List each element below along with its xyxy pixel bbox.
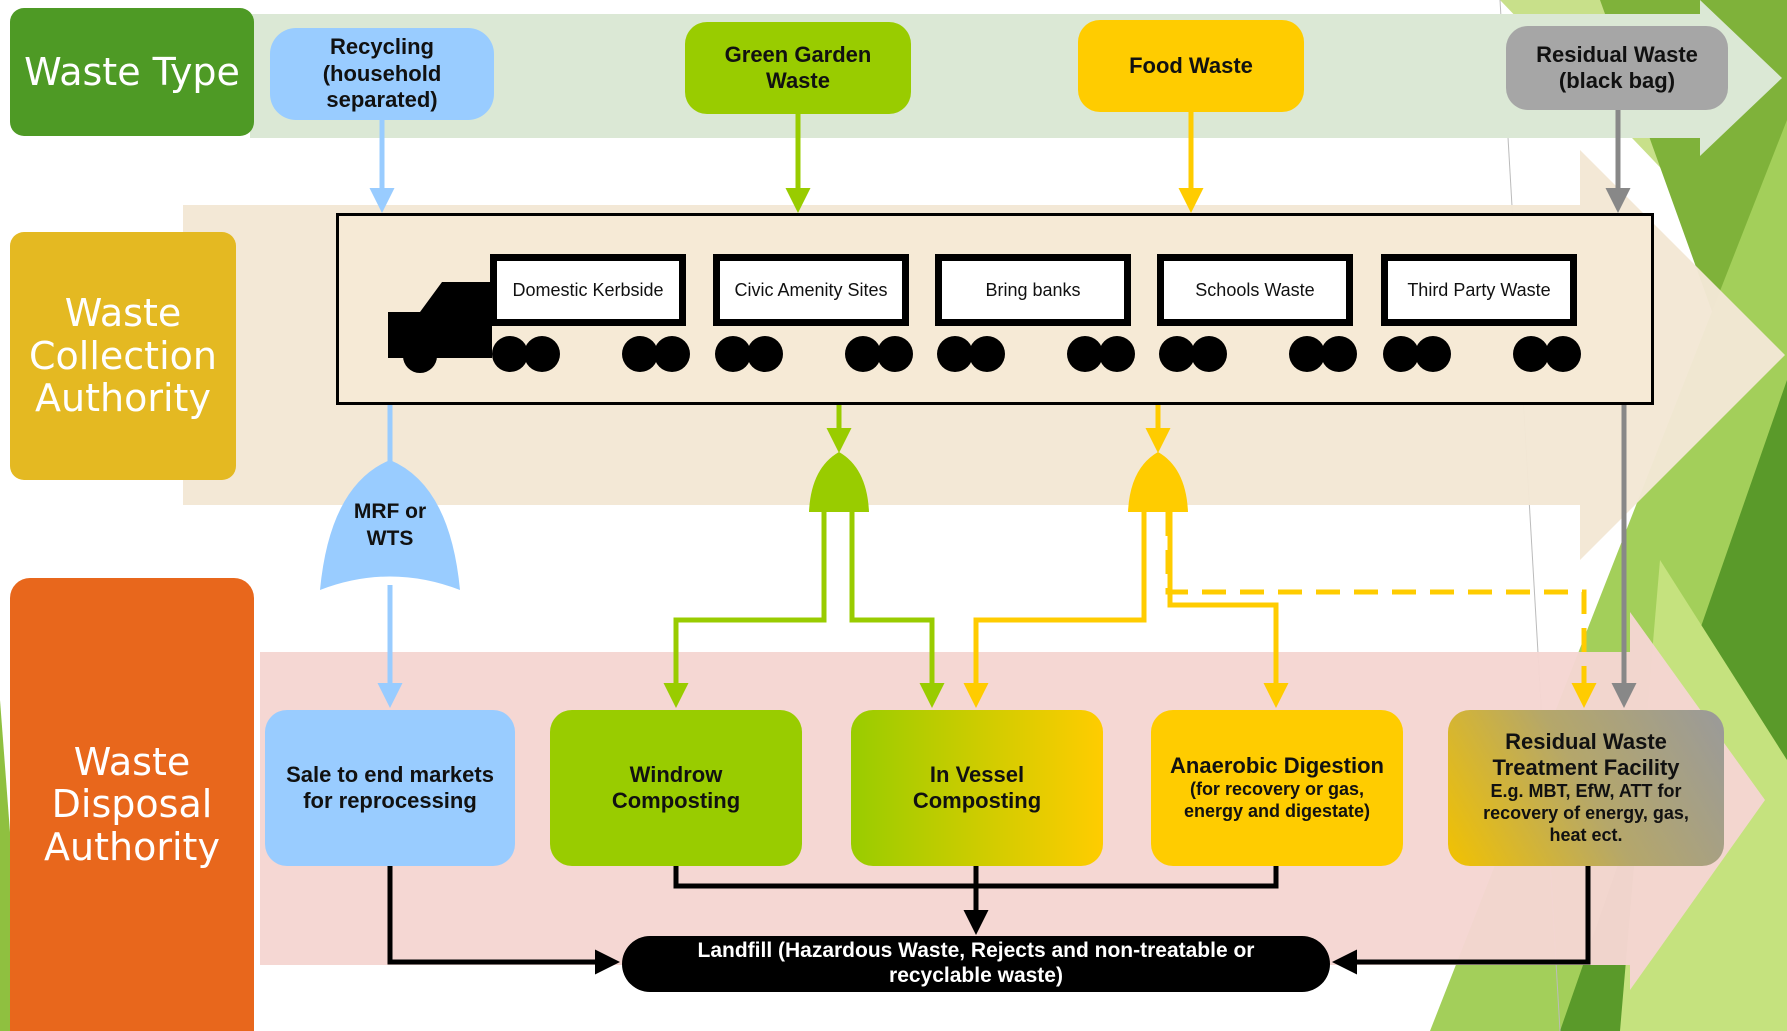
landfill-box: Landfill (Hazardous Waste, Rejects and n… [622, 936, 1330, 992]
mrf-line1: MRF or [354, 500, 426, 523]
trailer-wheels-icon [1383, 336, 1581, 372]
trailer-wheels-icon [937, 336, 1135, 372]
residual-treat-title2: Treatment Facility [1492, 755, 1680, 781]
residual-treat-title1: Residual Waste [1505, 728, 1667, 754]
sale-line1: Sale to end markets [286, 761, 494, 787]
trailer-bring-banks: Bring banks [935, 254, 1131, 326]
landfill-line1: Landfill (Hazardous Waste, Rejects and n… [697, 939, 1255, 963]
trailer-wheels-icon [492, 336, 690, 372]
disposal-residual-treatment: Residual Waste Treatment Facility E.g. M… [1448, 710, 1724, 866]
lane-disposal-line2: Disposal [51, 782, 213, 827]
garden-line1: Green Garden [724, 41, 872, 67]
garden-splitter-shape [809, 452, 869, 512]
anaerobic-sub2: energy and digestate) [1183, 801, 1371, 822]
food-line1: Food Waste [1129, 52, 1253, 78]
trailer-third-party-waste: Third Party Waste [1381, 254, 1577, 326]
mrf-line2: WTS [367, 527, 414, 550]
vessel-line2: Composting [912, 788, 1042, 813]
trailer-label: Domestic Kerbside [512, 279, 664, 300]
mrf-wts-shape: MRF or WTS [320, 460, 460, 590]
flow-connectors [369, 110, 1637, 975]
lane-waste-type-label: Waste Type [24, 49, 240, 94]
trailer-label: Bring banks [985, 279, 1081, 300]
truck-cab-icon [388, 282, 492, 373]
waste-type-food: Food Waste [1078, 20, 1304, 112]
windrow-line1: Windrow [629, 761, 723, 787]
arrow-garden-to-vessel [849, 512, 945, 708]
food-splitter-shape [1128, 452, 1188, 512]
windrow-line2: Composting [611, 788, 741, 813]
lane-waste-disposal: Waste Disposal Authority [10, 578, 254, 1031]
disposal-windrow-composting: Windrow Composting [550, 710, 802, 866]
waste-type-garden: Green Garden Waste [685, 22, 911, 114]
lane-collection-line2: Collection [29, 333, 217, 378]
lane-waste-collection: Waste Collection Authority [10, 232, 236, 480]
band-waste-type [250, 0, 1782, 156]
landfill-line2: recyclable waste) [889, 964, 1063, 987]
lane-waste-type: Waste Type [10, 8, 254, 136]
lane-collection-line1: Waste [64, 291, 182, 336]
disposal-anaerobic-digestion: Anaerobic Digestion (for recovery or gas… [1151, 710, 1403, 866]
trailer-wheels-icon [1159, 336, 1357, 372]
anaerobic-sub1: (for recovery or gas, [1189, 779, 1365, 800]
arrow-food-to-residual-dashed [1165, 512, 1597, 708]
recycling-line2: (household [322, 60, 442, 86]
disposal-sale-end-markets: Sale to end markets for reprocessing [265, 710, 515, 866]
lane-collection-line3: Authority [35, 376, 211, 421]
waste-type-residual: Residual Waste (black bag) [1506, 26, 1728, 110]
trailer-label: Third Party Waste [1407, 279, 1551, 300]
arrow-residual-to-landfill [1332, 866, 1591, 975]
lane-disposal-line1: Waste [73, 739, 191, 784]
trailer-wheels-icon [715, 336, 913, 372]
residual-line1: Residual Waste [1536, 41, 1698, 67]
disposal-in-vessel-composting: In Vessel Composting [851, 710, 1103, 866]
recycling-line1: Recycling [330, 34, 434, 60]
arrow-sale-to-landfill [387, 866, 620, 975]
trailer-domestic-kerbside: Domestic Kerbside [490, 254, 686, 326]
arrow-food-to-vessel [963, 512, 1147, 708]
vessel-line1: In Vessel [929, 761, 1025, 787]
sale-line2: for reprocessing [303, 788, 477, 813]
residual-line2: (black bag) [1558, 68, 1676, 93]
trailer-schools-waste: Schools Waste [1157, 254, 1353, 326]
garden-line2: Waste [766, 68, 830, 93]
residual-treat-sub1: E.g. MBT, EfW, ATT for [1490, 781, 1682, 802]
lane-disposal-line3: Authority [44, 824, 220, 869]
anaerobic-title: Anaerobic Digestion [1170, 752, 1384, 778]
trailer-label: Civic Amenity Sites [734, 279, 888, 300]
residual-treat-sub2: recovery of energy, gas, [1483, 803, 1689, 824]
trailer-civic-amenity-sites: Civic Amenity Sites [713, 254, 909, 326]
waste-type-recycling: Recycling (household separated) [270, 28, 494, 120]
residual-treat-sub3: heat ect. [1549, 825, 1623, 846]
recycling-line3: separated) [326, 87, 438, 113]
arrow-garden-to-windrow [663, 512, 827, 708]
trailer-label: Schools Waste [1195, 279, 1315, 300]
